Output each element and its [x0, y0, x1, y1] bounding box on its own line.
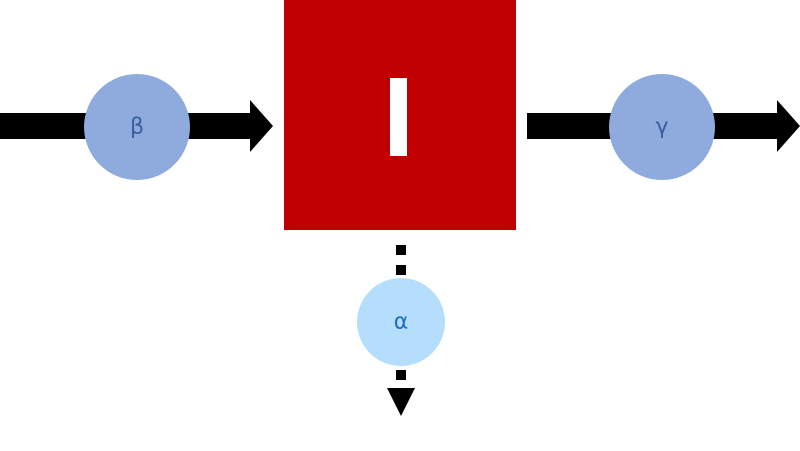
loss-arrow-dash [396, 370, 406, 380]
loss-node-alpha [357, 278, 445, 366]
output-node-gamma [609, 74, 715, 180]
input-node-label: β [130, 115, 144, 140]
output-arrow-head [777, 100, 800, 152]
input-arrow-head [250, 100, 273, 152]
loss-arrow-dash [396, 265, 406, 275]
output-node-label: γ [655, 115, 668, 140]
loss-arrow-head [387, 388, 415, 416]
input-node-beta [84, 74, 190, 180]
loss-node-label: α [394, 310, 409, 335]
loss-arrow-dash [396, 245, 406, 255]
process-symbol [390, 78, 407, 156]
